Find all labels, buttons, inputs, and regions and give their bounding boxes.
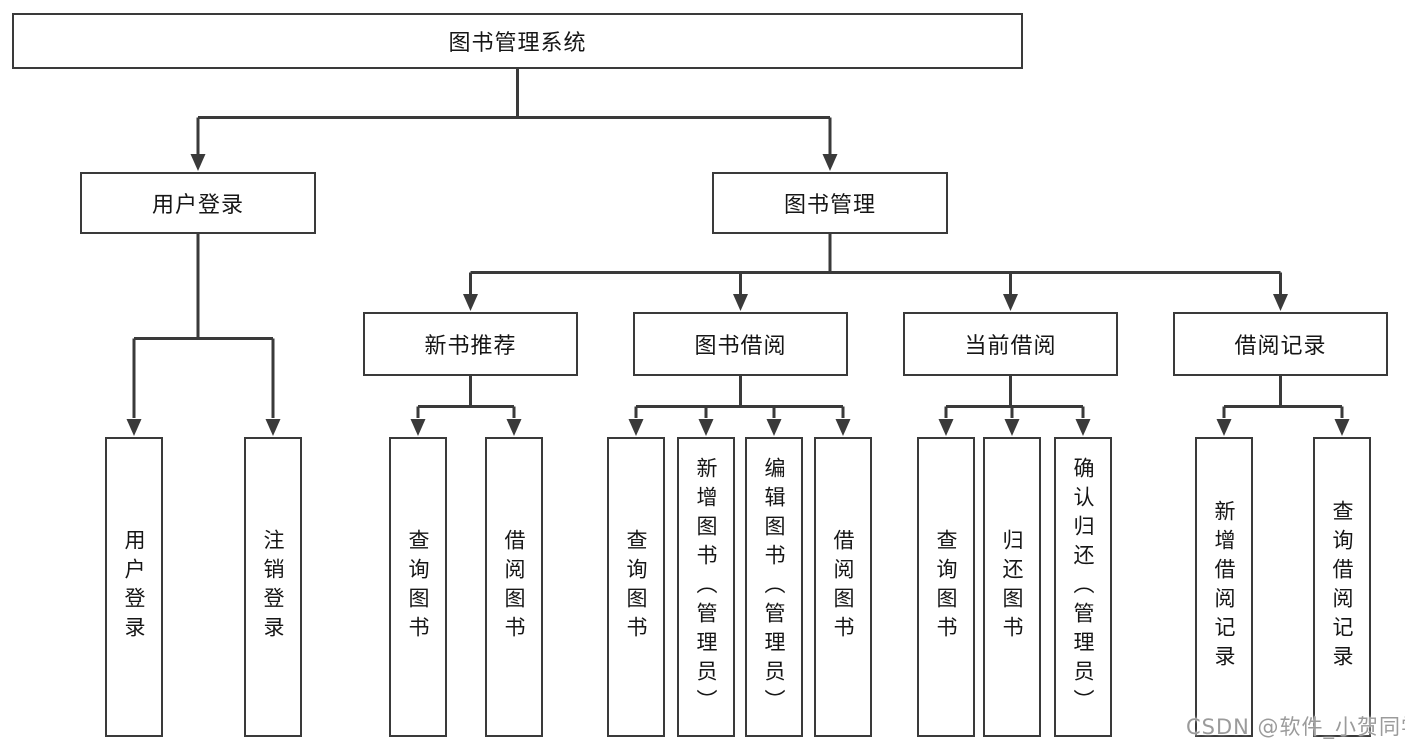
csdn-watermark: CSDN @软件_小贺同学 (1186, 715, 1405, 739)
leaf-query-books-borrowing-label: 查询图书 (624, 529, 648, 645)
node-root: 图书管理系统 (12, 13, 1023, 69)
node-book-borrowing-label: 图书借阅 (694, 334, 787, 359)
leaf-add-books-admin-label: 新增图书（管理员） (694, 456, 718, 718)
leaf-add-borrow-record-label: 新增借阅记录 (1212, 500, 1236, 674)
node-current-borrowing: 当前借阅 (903, 312, 1118, 376)
leaf-logout-label: 注销登录 (261, 529, 285, 645)
leaf-borrow-books-recommend-label: 借阅图书 (502, 529, 526, 645)
leaf-user-login: 用户登录 (105, 437, 163, 737)
edge-borrow-record-to-leaves (1222, 376, 1344, 418)
leaf-query-borrow-record-label: 查询借阅记录 (1330, 500, 1354, 674)
node-user-login: 用户登录 (80, 172, 316, 234)
node-borrow-records-label: 借阅记录 (1234, 334, 1327, 359)
leaf-borrow-books: 借阅图书 (814, 437, 872, 737)
leaf-return-books: 归还图书 (983, 437, 1041, 737)
leaf-edit-books-admin-label: 编辑图书（管理员） (762, 456, 786, 718)
leaf-query-books-current: 查询图书 (917, 437, 975, 737)
node-new-book-recommend-label: 新书推荐 (424, 334, 517, 359)
leaf-confirm-return-admin-label: 确认归还（管理员） (1071, 456, 1095, 718)
leaf-query-books-recommend-label: 查询图书 (406, 529, 430, 645)
edge-user-login-to-leaves (132, 234, 275, 418)
leaf-add-borrow-record: 新增借阅记录 (1195, 437, 1253, 737)
leaf-return-books-label: 归还图书 (1000, 529, 1024, 645)
leaf-query-books-current-label: 查询图书 (934, 529, 958, 645)
arrowheads (126, 154, 1350, 436)
leaf-user-login-label: 用户登录 (122, 529, 146, 645)
node-borrow-records: 借阅记录 (1173, 312, 1388, 376)
leaf-query-borrow-record: 查询借阅记录 (1313, 437, 1371, 737)
node-root-label: 图书管理系统 (448, 31, 587, 56)
leaf-add-books-admin: 新增图书（管理员） (677, 437, 735, 737)
leaf-query-books-borrowing: 查询图书 (607, 437, 665, 737)
node-book-management-label: 图书管理 (783, 193, 876, 218)
edge-book-mgmt-to-level3 (469, 234, 1282, 294)
leaf-borrow-books-recommend: 借阅图书 (485, 437, 543, 737)
edge-book-borrow-to-leaves (634, 376, 845, 418)
node-new-book-recommend: 新书推荐 (363, 312, 578, 376)
node-book-borrowing: 图书借阅 (633, 312, 848, 376)
leaf-borrow-books-label: 借阅图书 (831, 529, 855, 645)
node-current-borrowing-label: 当前借阅 (964, 334, 1057, 359)
leaf-edit-books-admin: 编辑图书（管理员） (745, 437, 803, 737)
edge-current-borrow-to-leaves (944, 376, 1085, 418)
node-book-management: 图书管理 (712, 172, 948, 234)
node-user-login-label: 用户登录 (151, 193, 244, 218)
leaf-confirm-return-admin: 确认归还（管理员） (1054, 437, 1112, 737)
edge-new-rec-to-leaves (416, 376, 516, 418)
leaf-query-books-recommend: 查询图书 (389, 437, 447, 737)
edge-root-to-level2 (196, 69, 832, 154)
leaf-logout: 注销登录 (244, 437, 302, 737)
